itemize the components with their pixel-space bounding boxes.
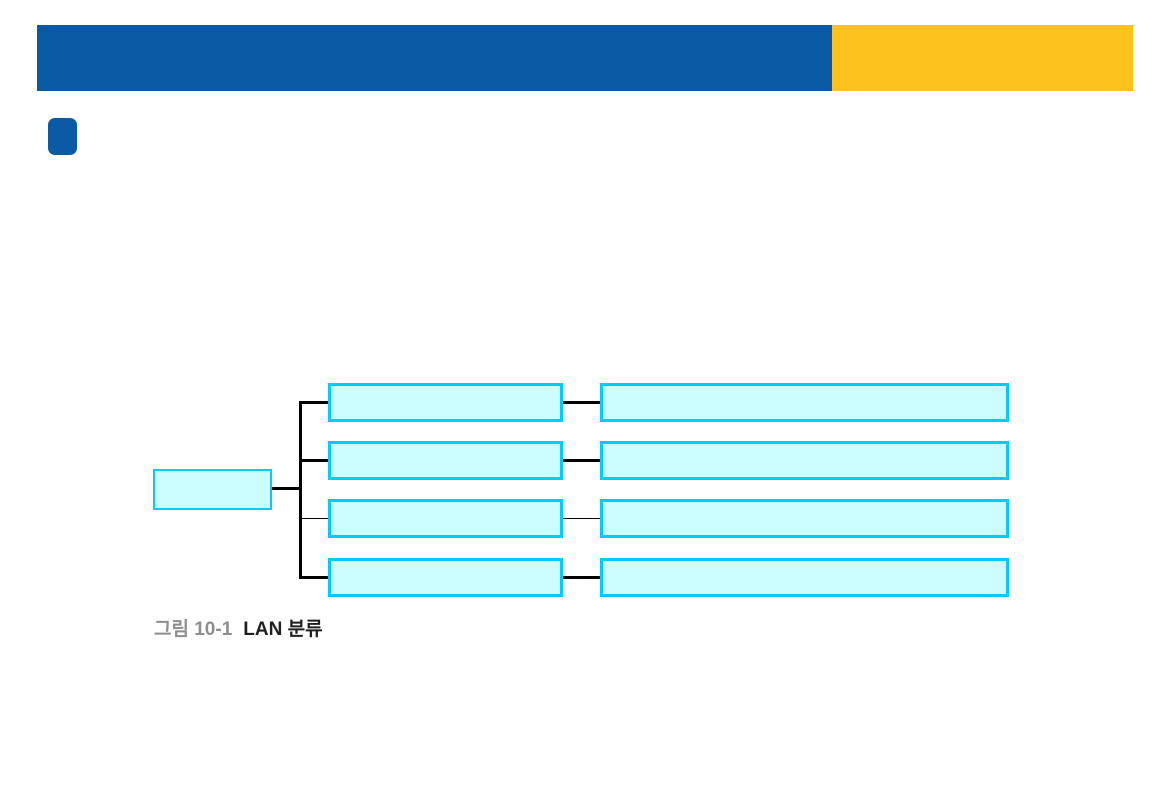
diagram-middle-box-row-4 [328, 558, 563, 597]
diagram-root-box [153, 469, 272, 510]
connector-root-to-trunk [271, 487, 300, 490]
figure-caption: 그림 10-1 LAN 분류 [154, 618, 323, 642]
diagram-right-box-row-1 [600, 383, 1009, 422]
connector-middle-right-row-2 [563, 459, 600, 462]
connector-middle-right-row-1 [563, 401, 600, 404]
connector-middle-right-row-4 [563, 576, 600, 579]
diagram-middle-box-row-2 [328, 441, 563, 480]
connector-trunk-vertical [299, 401, 302, 579]
diagram-right-box-row-3 [600, 499, 1009, 538]
connector-branch-row-1 [302, 401, 328, 404]
section-bullet-icon [48, 118, 77, 155]
diagram-middle-box-row-1 [328, 383, 563, 422]
figure-caption-title: LAN 분류 [243, 619, 323, 640]
header-bar [37, 25, 1133, 91]
figure-caption-number: 그림 10-1 [154, 619, 233, 640]
diagram-middle-box-row-3 [328, 499, 563, 538]
diagram-right-box-row-4 [600, 558, 1009, 597]
connector-branch-row-4 [302, 576, 328, 579]
connector-middle-right-row-3 [563, 518, 600, 519]
connector-branch-row-2 [302, 459, 328, 462]
header-bar-yellow-segment [832, 25, 1133, 91]
diagram-right-box-row-2 [600, 441, 1009, 480]
connector-branch-row-3 [302, 518, 328, 519]
header-bar-blue-segment [37, 25, 832, 91]
